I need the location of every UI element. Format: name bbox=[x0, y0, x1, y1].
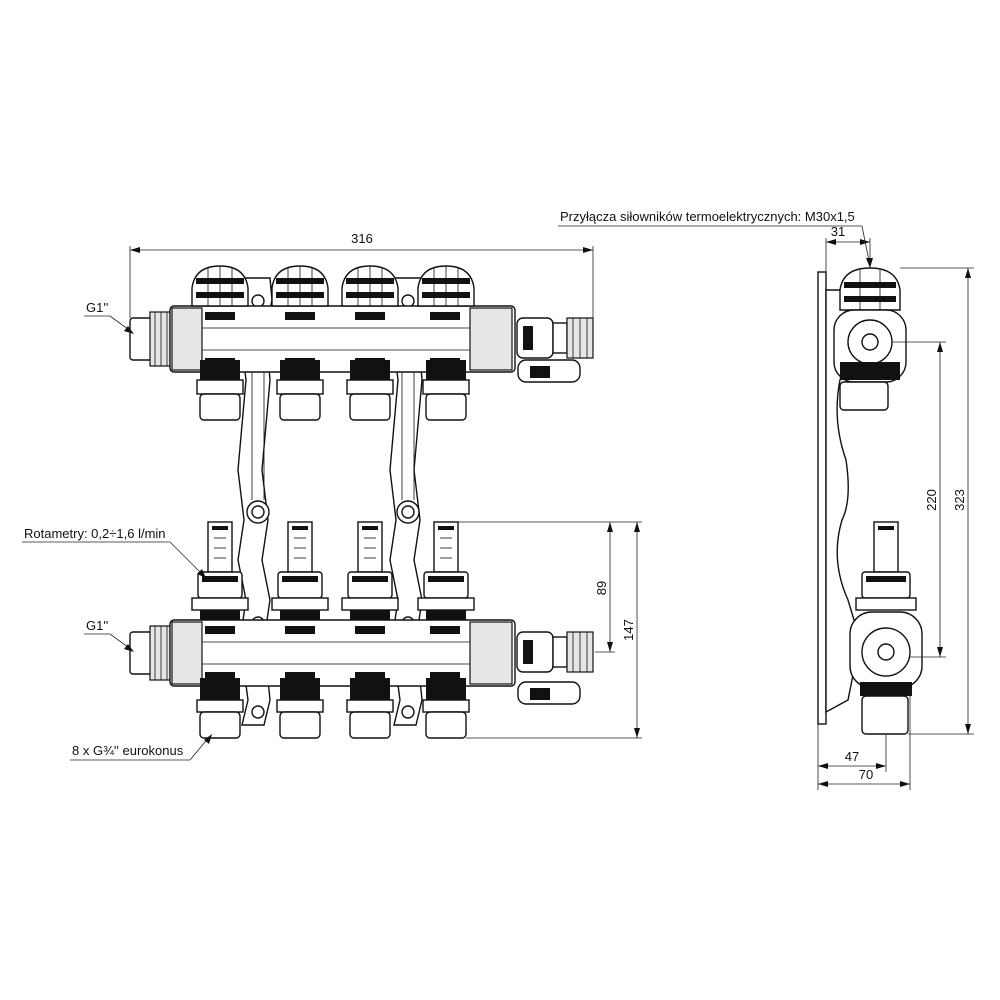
outlets-label: 8 x G¾'' eurokonus bbox=[72, 743, 184, 758]
side-top-valve-cap bbox=[839, 267, 901, 311]
flowmeter-4 bbox=[417, 521, 475, 620]
top-outlet-3 bbox=[346, 360, 394, 421]
side-wall-plate bbox=[817, 271, 827, 725]
dimension-depth-front: 47 bbox=[817, 724, 887, 790]
dimension-lower-height-text: 147 bbox=[621, 619, 636, 641]
bottom-outlet-4 bbox=[422, 678, 470, 739]
dimension-depth-front-text: 47 bbox=[845, 749, 859, 764]
flowmeters bbox=[191, 521, 475, 620]
flowmeter-3 bbox=[341, 521, 399, 620]
dimension-overall-height: 323 bbox=[900, 267, 974, 735]
inlet-bottom-label: G1'' bbox=[86, 618, 108, 633]
dimension-depth-total: 70 bbox=[818, 688, 911, 790]
dimension-rail-spacing-text: 220 bbox=[924, 489, 939, 511]
dimension-flowmeter-height-text: 89 bbox=[594, 581, 609, 595]
dimension-overall-width-text: 316 bbox=[351, 231, 373, 246]
top-outlet-2 bbox=[276, 360, 324, 421]
side-view: 31 Przyłącza siłowników termoelektryczny… bbox=[558, 209, 974, 790]
bottom-outlet-1 bbox=[196, 678, 244, 739]
side-bottom-manifold bbox=[849, 611, 923, 735]
valve-cap-2 bbox=[271, 265, 329, 307]
side-flowmeter bbox=[855, 521, 917, 611]
bottom-outlet-fittings bbox=[196, 678, 470, 739]
side-top-manifold bbox=[833, 309, 907, 411]
inlet-top-label: G1'' bbox=[86, 300, 108, 315]
dimension-overall-width: 316 bbox=[129, 231, 594, 318]
top-outlet-4 bbox=[422, 360, 470, 421]
dimension-overall-height-text: 323 bbox=[952, 489, 967, 511]
valve-cap-1 bbox=[191, 265, 249, 307]
top-valve-caps bbox=[191, 265, 475, 307]
flowmeter-1 bbox=[191, 521, 249, 620]
callout-outlets: 8 x G¾'' eurokonus bbox=[70, 734, 212, 761]
callout-flowmeters: Rotametry: 0,2÷1,6 l/min bbox=[22, 526, 206, 578]
dimension-flowmeter-height: 89 bbox=[458, 521, 642, 653]
callout-actuator: Przyłącza siłowników termoelektrycznych:… bbox=[558, 209, 873, 268]
dimension-rail-spacing: 220 bbox=[892, 341, 946, 658]
actuator-note-label: Przyłącza siłowników termoelektrycznych:… bbox=[560, 209, 855, 224]
dimension-depth-total-text: 70 bbox=[859, 767, 873, 782]
flowmeter-2 bbox=[271, 521, 329, 620]
callout-inlet-top: G1'' bbox=[84, 300, 134, 334]
valve-cap-4 bbox=[417, 265, 475, 307]
valve-cap-3 bbox=[341, 265, 399, 307]
bottom-outlet-3 bbox=[346, 678, 394, 739]
front-view: 316 89 147 G1'' G1'' bbox=[22, 231, 642, 761]
dimension-side-offset-text: 31 bbox=[831, 224, 845, 239]
bottom-manifold-rail bbox=[129, 619, 594, 705]
top-outlet-1 bbox=[196, 360, 244, 421]
bottom-outlet-2 bbox=[276, 678, 324, 739]
top-outlet-fittings bbox=[196, 360, 470, 421]
callout-inlet-bottom: G1'' bbox=[84, 618, 134, 652]
top-manifold-rail bbox=[129, 305, 594, 383]
flowmeters-label: Rotametry: 0,2÷1,6 l/min bbox=[24, 526, 166, 541]
dimension-lower-height: 147 bbox=[466, 522, 642, 739]
